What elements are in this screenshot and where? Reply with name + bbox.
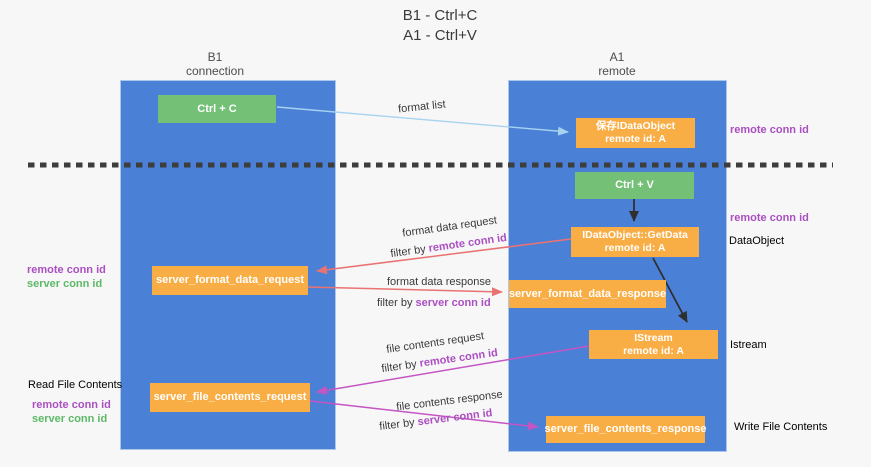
column-header-a1: A1 remote xyxy=(547,50,687,78)
label-format-data-response: format data response xyxy=(387,276,491,288)
label-write-file-contents: Write File Contents xyxy=(734,421,828,433)
label-format-list: format list xyxy=(397,98,447,116)
node-istream-line1: IStream xyxy=(634,331,673,344)
label-remote-conn-id-filter-2: remote conn id xyxy=(418,346,499,370)
node-getdata-line1: IDataObject::GetData xyxy=(582,229,688,241)
node-getdata-line2: remote id: A xyxy=(604,242,666,254)
label-read-file-contents: Read File Contents xyxy=(28,379,123,391)
label-dataobject: DataObject xyxy=(729,235,785,247)
node-saved-idataobject-line2: remote id: A xyxy=(605,133,666,145)
label-filter-by-2: filter by xyxy=(377,297,416,309)
label-remote-conn-id-right-2: remote conn id xyxy=(730,212,809,224)
node-format-response-label: server_format_data_response xyxy=(508,287,667,300)
column-b1-title: B1 xyxy=(207,50,223,64)
label-server-conn-id-left-2: server conn id xyxy=(32,413,108,425)
title-line-1: B1 - Ctrl+C xyxy=(402,7,478,24)
node-istream: IStream remote id: A xyxy=(589,330,718,359)
node-ctrl-v-label: Ctrl + V xyxy=(615,179,654,191)
label-filter-by-3: filter by xyxy=(380,357,421,376)
node-ctrl-c: Ctrl + C xyxy=(158,95,276,123)
label-remote-conn-id-left-2: remote conn id xyxy=(32,399,111,411)
label-filter-by-4: filter by xyxy=(378,416,419,433)
diagram-title: B1 - Ctrl+C A1 - Ctrl+V xyxy=(325,6,555,46)
node-saved-idataobject-line1: 保存IDataObject xyxy=(595,120,676,132)
node-file-request-label: server_file_contents_request xyxy=(153,391,307,403)
label-server-conn-id-filter-1: server conn id xyxy=(415,297,491,309)
node-server-format-data-request: server_format_data_request xyxy=(152,266,308,295)
node-server-format-data-response: server_format_data_response xyxy=(509,280,666,308)
node-ctrl-v: Ctrl + V xyxy=(575,172,694,199)
node-server-file-contents-response: server_file_contents_response xyxy=(544,416,707,443)
node-idataobject-getdata: IDataObject::GetData remote id: A xyxy=(571,227,699,257)
node-file-response-label: server_file_contents_response xyxy=(544,423,707,435)
title-line-2: A1 - Ctrl+V xyxy=(403,27,477,44)
column-b1-subtitle: connection xyxy=(185,64,245,78)
node-saved-idataobject: 保存IDataObject remote id: A xyxy=(576,118,695,148)
column-a1-subtitle: remote xyxy=(598,64,636,78)
label-istream: Istream xyxy=(730,339,767,351)
label-format-response-filter: filter by server conn id xyxy=(377,297,491,309)
node-ctrl-c-label: Ctrl + C xyxy=(197,102,237,115)
node-server-file-contents-request: server_file_contents_request xyxy=(150,383,310,412)
label-server-conn-id-filter-2: server conn id xyxy=(416,407,494,429)
label-remote-conn-id-left-1: remote conn id xyxy=(27,264,106,276)
node-istream-line2: remote id: A xyxy=(623,344,684,357)
label-remote-conn-id-filter-1: remote conn id xyxy=(427,231,508,255)
label-remote-conn-id-right-1: remote conn id xyxy=(730,124,809,136)
label-filter-by-1: filter by xyxy=(389,242,430,261)
column-header-b1: B1 connection xyxy=(145,50,285,78)
label-server-conn-id-left-1: server conn id xyxy=(27,278,103,290)
column-a1-title: A1 xyxy=(609,50,625,64)
node-format-request-label: server_format_data_request xyxy=(156,274,304,286)
left-conn-id-stack-1: remote conn id server conn id xyxy=(27,263,106,291)
left-conn-id-stack-2: remote conn id server conn id xyxy=(32,398,111,426)
